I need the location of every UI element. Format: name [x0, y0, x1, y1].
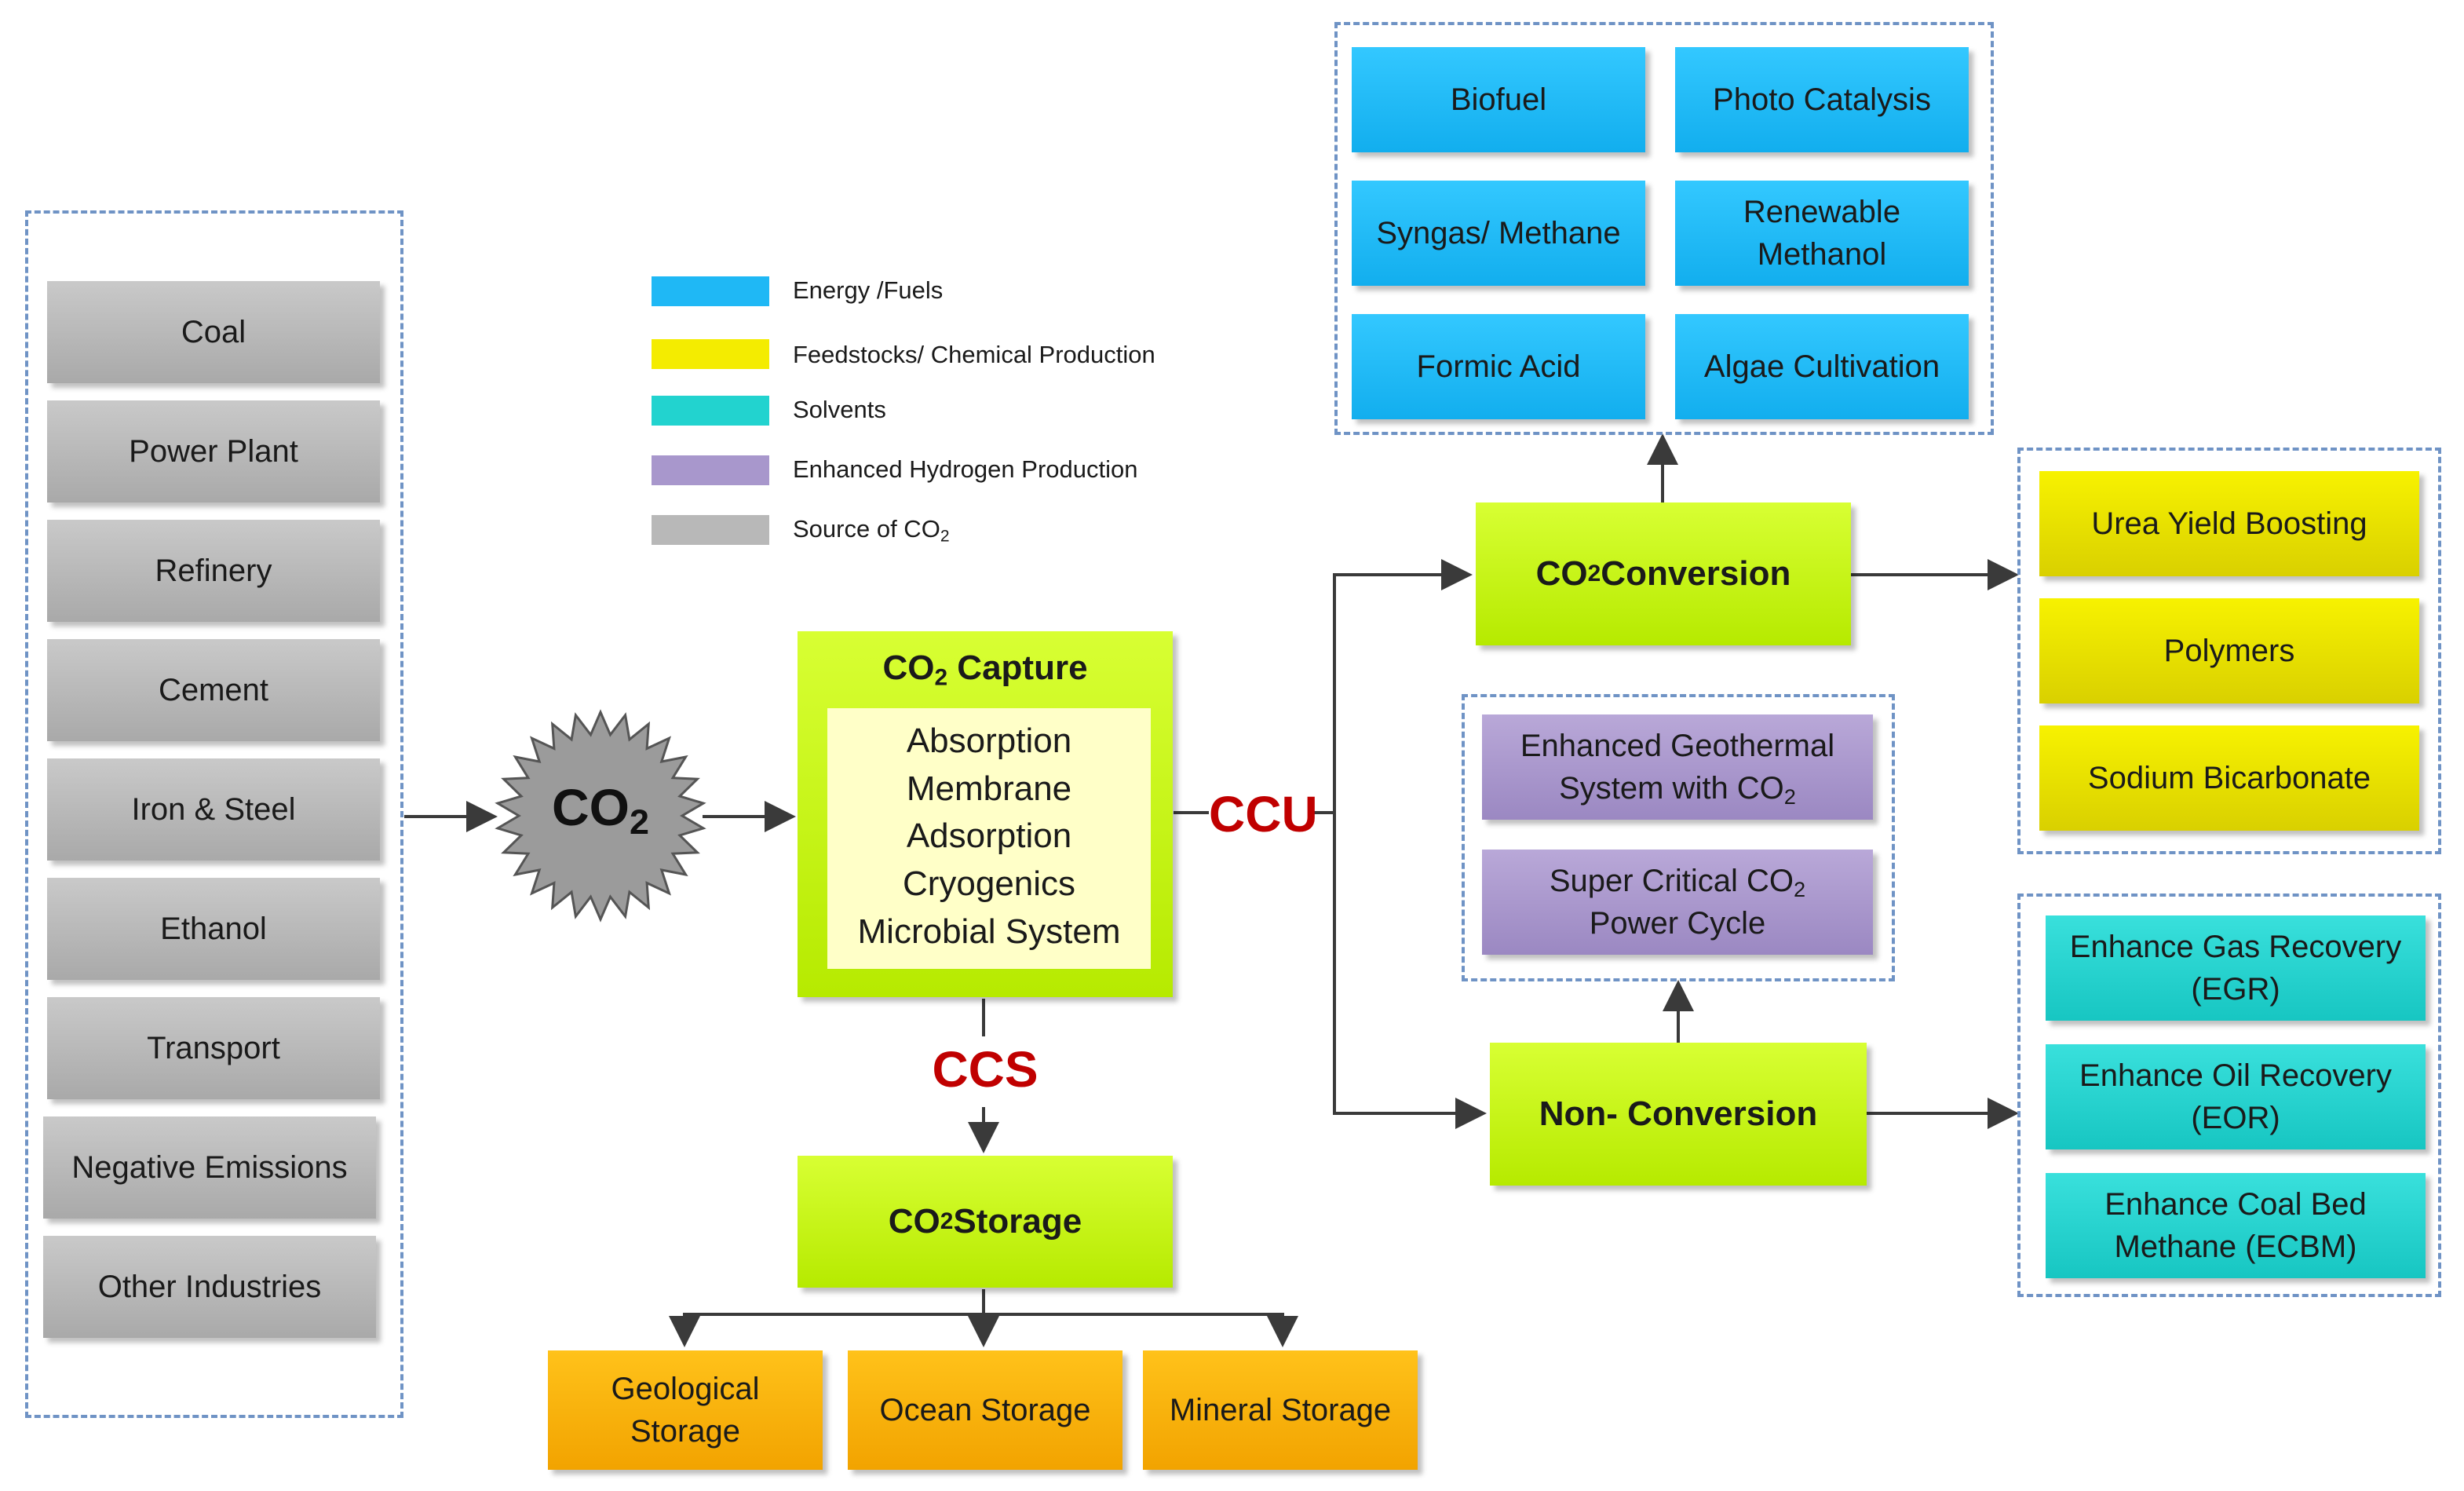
ccs-label: CCS: [932, 1041, 1039, 1098]
legend-label-source: Source of CO2: [793, 515, 950, 546]
source-transport: Transport: [47, 997, 380, 1099]
capture-method: Cryogenics: [902, 864, 1076, 904]
solvents-group: [2017, 894, 2441, 1297]
source-other-industries: Other Industries: [43, 1236, 376, 1338]
feedstocks-group: [2017, 448, 2441, 854]
item-enhance-coal-bed-methane: Enhance Coal Bed Methane (ECBM): [2046, 1173, 2426, 1278]
storage-mineral: Mineral Storage: [1143, 1350, 1418, 1470]
hydrogen-group: [1462, 694, 1895, 981]
legend-label-feedstocks: Feedstocks/ Chemical Production: [793, 341, 1155, 368]
sources-group: [25, 210, 403, 1418]
item-enhance-oil-recovery: Enhance Oil Recovery (EOR): [2046, 1044, 2426, 1149]
source-negative-emissions: Negative Emissions: [43, 1116, 376, 1219]
source-cement: Cement: [47, 639, 380, 741]
source-coal: Coal: [47, 281, 380, 383]
product-biofuel: Biofuel: [1352, 47, 1645, 152]
product-algae-cultivation: Algae Cultivation: [1675, 314, 1969, 419]
product-sodium-bicarbonate: Sodium Bicarbonate: [2039, 725, 2419, 831]
legend-swatch-solvents: [652, 396, 769, 426]
source-ethanol: Ethanol: [47, 878, 380, 980]
ccu-label: CCU: [1209, 786, 1318, 842]
product-urea-yield-boosting: Urea Yield Boosting: [2039, 471, 2419, 576]
legend-label-solvents: Solvents: [793, 396, 886, 423]
capture-methods-list: Absorption Membrane Adsorption Cryogenic…: [827, 708, 1151, 969]
non-conversion-box: Non- Conversion: [1490, 1043, 1867, 1186]
source-iron-steel: Iron & Steel: [47, 758, 380, 861]
product-polymers: Polymers: [2039, 598, 2419, 703]
source-power-plant: Power Plant: [47, 400, 380, 502]
co2-starburst-icon: [495, 709, 706, 923]
capture-method: Membrane: [906, 769, 1072, 808]
co2-capture-box: CO2 Capture Absorption Membrane Adsorpti…: [798, 631, 1173, 997]
energy-fuels-group: [1334, 22, 1994, 435]
co2-burst-label: CO2: [552, 778, 649, 842]
item-enhanced-geothermal: Enhanced Geothermal System with CO2: [1482, 714, 1873, 820]
storage-ocean: Ocean Storage: [848, 1350, 1122, 1470]
item-enhance-gas-recovery: Enhance Gas Recovery (EGR): [2046, 915, 2426, 1021]
co2-capture-title: CO2 Capture: [882, 649, 1088, 691]
source-refinery: Refinery: [47, 520, 380, 622]
item-supercritical-co2-power-cycle: Super Critical CO2 Power Cycle: [1482, 850, 1873, 955]
legend-swatch-hydrogen: [652, 455, 769, 485]
capture-method: Adsorption: [906, 817, 1072, 856]
capture-method: Absorption: [906, 722, 1072, 760]
legend-swatch-energy: [652, 276, 769, 306]
product-renewable-methanol: Renewable Methanol: [1675, 181, 1969, 286]
legend: Energy /Fuels Feedstocks/ Chemical Produ…: [652, 276, 1217, 559]
legend-label-hydrogen: Enhanced Hydrogen Production: [793, 455, 1138, 483]
legend-swatch-feedstocks: [652, 339, 769, 369]
product-formic-acid: Formic Acid: [1352, 314, 1645, 419]
product-syngas-methane: Syngas/ Methane: [1352, 181, 1645, 286]
capture-method: Microbial System: [857, 912, 1121, 951]
legend-swatch-source: [652, 515, 769, 545]
product-photo-catalysis: Photo Catalysis: [1675, 47, 1969, 152]
legend-label-energy: Energy /Fuels: [793, 276, 944, 304]
storage-geological: Geological Storage: [548, 1350, 823, 1470]
